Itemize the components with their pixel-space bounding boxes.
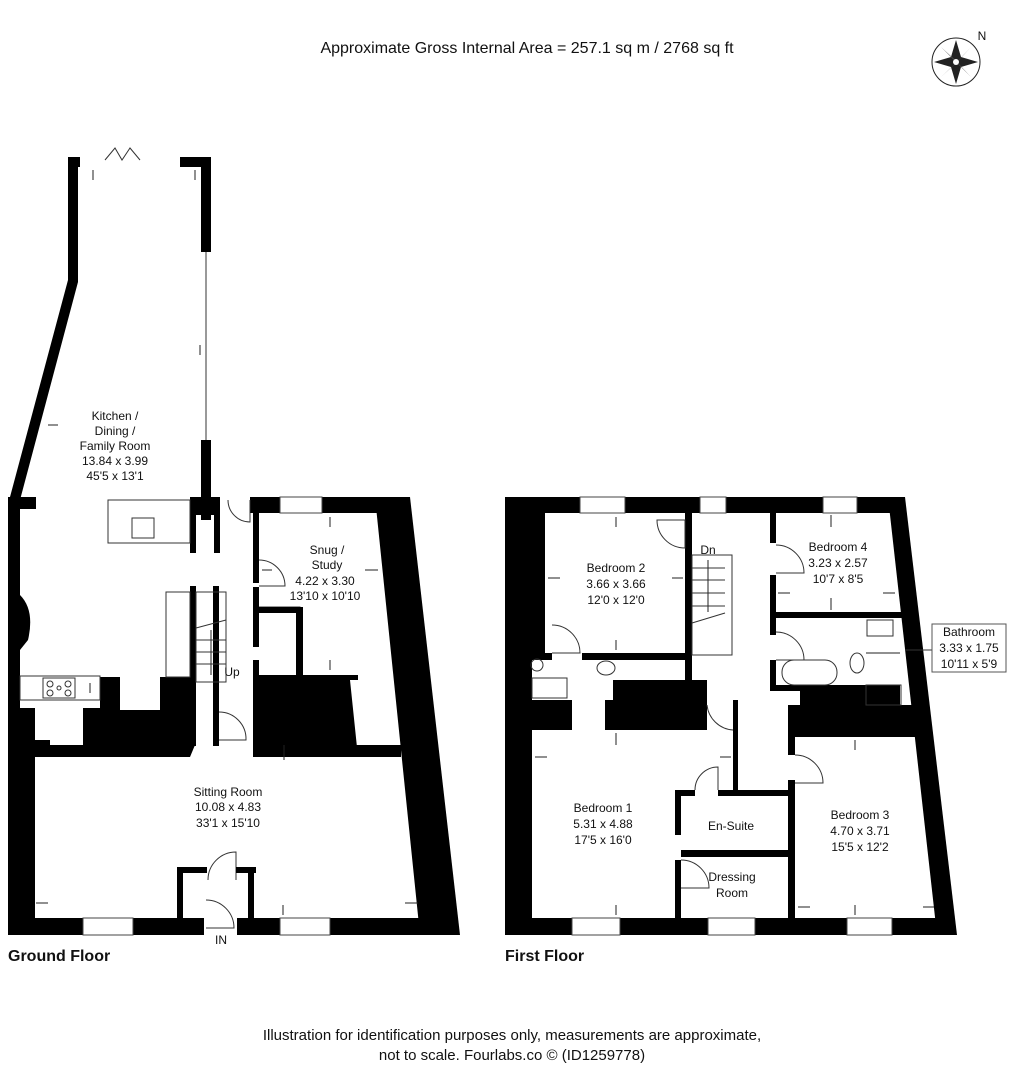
door-swing [218, 711, 247, 741]
room-bedroom-4: Bedroom 4 3.23 x 2.57 10'7 x 8'5 [808, 540, 868, 586]
compass-north-label: N [978, 29, 987, 43]
room-name: Bedroom 4 [809, 540, 868, 554]
room-metric: 3.66 x 3.66 [586, 577, 646, 591]
room-metric: 3.33 x 1.75 [939, 641, 999, 655]
room-bedroom-3: Bedroom 3 4.70 x 3.71 15'5 x 12'2 [830, 808, 890, 854]
first-floor-label: First Floor [505, 948, 584, 965]
staircase [165, 591, 227, 683]
room-metric: 5.31 x 4.88 [573, 817, 633, 831]
disclaimer-line-2: not to scale. Fourlabs.co © (ID1259778) [379, 1047, 645, 1064]
room-imperial: 10'11 x 5'9 [941, 657, 998, 671]
room-imperial: 45'5 x 13'1 [86, 469, 144, 483]
room-imperial: 15'5 x 12'2 [831, 840, 889, 854]
room-imperial: 13'10 x 10'10 [290, 589, 361, 603]
room-name: Snug / [310, 543, 345, 557]
room-name: Bathroom [943, 625, 995, 639]
room-name: Sitting Room [194, 785, 263, 799]
room-bathroom: Bathroom 3.33 x 1.75 10'11 x 5'9 [939, 625, 999, 671]
toilet-icon [849, 652, 865, 674]
ground-floor-label: Ground Floor [8, 948, 110, 965]
staircase [691, 554, 733, 656]
room-snug-study: Snug / Study 4.22 x 3.30 13'10 x 10'10 [290, 543, 361, 603]
worktop [19, 675, 101, 701]
door-swing [258, 559, 286, 587]
room-name: Dining / [95, 424, 136, 438]
kitchen-island [107, 499, 191, 544]
door-swing [227, 499, 251, 523]
stairs-down-label: Dn [700, 543, 715, 557]
room-metric: 10.08 x 4.83 [195, 800, 261, 814]
entrance-door [205, 899, 235, 929]
room-metric: 3.23 x 2.57 [808, 556, 868, 570]
room-name: Family Room [80, 439, 151, 453]
toilet-icon [596, 660, 616, 676]
shower-icon [531, 677, 568, 699]
room-kitchen-dining-family: Kitchen / Dining / Family Room 13.84 x 3… [80, 409, 151, 483]
room-imperial: 10'7 x 8'5 [813, 572, 864, 586]
room-metric: 4.70 x 3.71 [830, 824, 890, 838]
room-metric: 13.84 x 3.99 [82, 454, 148, 468]
room-name: Bedroom 1 [574, 801, 633, 815]
room-bedroom-1: Bedroom 1 5.31 x 4.88 17'5 x 16'0 [573, 801, 633, 847]
room-imperial: 12'0 x 12'0 [587, 593, 645, 607]
room-en-suite: En-Suite [708, 819, 754, 833]
bath-icon [781, 659, 838, 686]
room-metric: 4.22 x 3.30 [295, 574, 355, 588]
door-swing [207, 851, 237, 881]
sink-icon [530, 658, 544, 672]
room-sitting-room: Sitting Room 10.08 x 4.83 33'1 x 15'10 [194, 785, 263, 830]
room-name: Room [716, 886, 748, 900]
shower-icon [865, 684, 902, 706]
room-name: Kitchen / [92, 409, 139, 423]
room-imperial: 17'5 x 16'0 [574, 833, 632, 847]
stairs-up-label: Up [224, 665, 240, 679]
sink-icon [866, 619, 894, 637]
room-dressing-room: Dressing Room [708, 870, 755, 900]
ground-floor-plan: Up [8, 147, 460, 965]
room-name: Bedroom 3 [831, 808, 890, 822]
room-imperial: 33'1 x 15'10 [196, 816, 260, 830]
compass-rose-icon: N [931, 29, 987, 87]
room-bedroom-2: Bedroom 2 3.66 x 3.66 12'0 x 12'0 [586, 561, 646, 607]
room-name: Dressing [708, 870, 755, 884]
room-name: Bedroom 2 [587, 561, 646, 575]
hob-icon [42, 677, 76, 699]
disclaimer-line-1: Illustration for identification purposes… [263, 1027, 761, 1044]
sink-icon [131, 517, 155, 539]
gross-area-title: Approximate Gross Internal Area = 257.1 … [320, 40, 734, 57]
first-floor-plan: Dn [505, 496, 1007, 965]
room-name: Study [312, 558, 343, 572]
entrance-label: IN [215, 933, 227, 947]
